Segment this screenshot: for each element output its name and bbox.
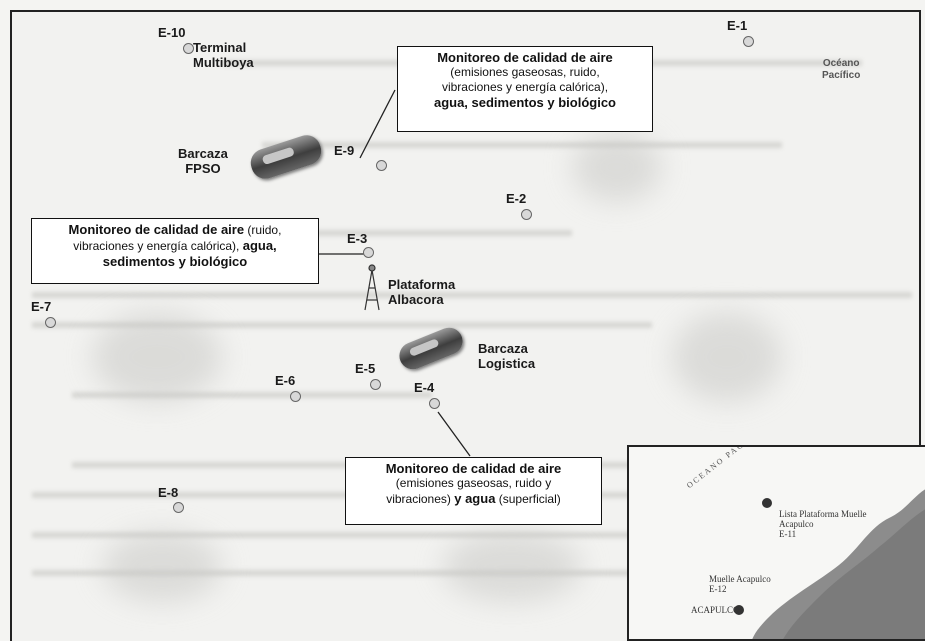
station-label-e9: E-9 xyxy=(334,143,355,158)
station-marker-e6 xyxy=(290,391,301,402)
station-label-e10: E-10 xyxy=(158,25,186,40)
annotation-text-bold: agua, xyxy=(242,238,277,253)
place-label-line: Terminal xyxy=(193,40,247,55)
annotation-text-bold: Monitoreo de calidad de aire xyxy=(68,222,245,237)
platform-tower-icon xyxy=(364,264,380,311)
station-label-e8: E-8 xyxy=(158,485,179,500)
annotation-text-bold: y agua xyxy=(454,491,496,506)
background-ghost-line xyxy=(32,292,912,298)
station-label-e7: E-7 xyxy=(31,299,52,314)
inset-label-platform: Lista Plataforma Muelle Acapulco E-11 xyxy=(779,509,866,539)
background-ghost-line xyxy=(262,142,782,148)
place-label-line: Albacora xyxy=(388,292,444,307)
station-marker-e9 xyxy=(376,160,387,171)
inset-land-shade xyxy=(783,509,925,639)
background-blob xyxy=(102,532,222,602)
inset-station-e11 xyxy=(762,498,772,508)
station-marker-e1 xyxy=(743,36,754,47)
inset-label-line: E-11 xyxy=(779,529,797,539)
background-blob xyxy=(572,132,662,202)
station-marker-e2 xyxy=(521,209,532,220)
annotation-box-top: Monitoreo de calidad de aire (emisiones … xyxy=(397,46,653,132)
annotation-line: vibraciones) y agua (superficial) xyxy=(352,491,595,507)
place-label-line: Logistica xyxy=(478,356,536,371)
inset-label-line: E-12 xyxy=(709,584,727,594)
background-blob xyxy=(92,312,222,402)
inset-label-muelle: Muelle Acapulco E-12 xyxy=(709,574,771,594)
background-ghost-line xyxy=(32,492,632,498)
annotation-text: (superficial) xyxy=(495,492,561,506)
annotation-text: vibraciones y energía calórica), xyxy=(73,239,243,253)
annotation-line: vibraciones y energía calórica), agua, xyxy=(38,238,312,254)
inset-map: OCEANO PACIFICO Lista Plataforma Muelle … xyxy=(627,445,925,641)
annotation-line: agua, sedimentos y biológico xyxy=(433,95,617,110)
annotation-line: Monitoreo de calidad de aire xyxy=(385,461,562,476)
place-label-barcaza-logistica: Barcaza Logistica xyxy=(478,341,535,371)
annotation-text: vibraciones) xyxy=(386,492,455,506)
place-label-line: Barcaza xyxy=(178,146,228,161)
place-label-barcaza-fpso: Barcaza FPSO xyxy=(178,146,228,176)
station-marker-e3 xyxy=(363,247,374,258)
ocean-label-line: Pacífico xyxy=(822,70,861,81)
annotation-box-left: Monitoreo de calidad de aire (ruido, vib… xyxy=(31,218,319,284)
background-ghost-line xyxy=(32,322,652,328)
station-label-e4: E-4 xyxy=(414,380,435,395)
annotation-text: (ruido, xyxy=(244,223,282,237)
leader-line-bottom xyxy=(437,411,471,457)
place-label-terminal: Terminal Multiboya xyxy=(193,40,254,70)
annotation-line: sedimentos y biológico xyxy=(102,254,248,269)
background-ghost-line xyxy=(312,230,572,236)
station-marker-e10 xyxy=(183,43,194,54)
place-label-line: FPSO xyxy=(185,161,221,176)
ocean-label-line: Océano xyxy=(822,58,860,69)
station-label-e5: E-5 xyxy=(355,361,376,376)
station-label-e1: E-1 xyxy=(727,18,748,33)
inset-label-acapulco: ACAPULCO xyxy=(691,605,740,615)
station-marker-e8 xyxy=(173,502,184,513)
inset-map-drawing xyxy=(734,489,925,639)
annotation-line: (emisiones gaseosas, ruido y xyxy=(395,476,552,490)
background-blob xyxy=(442,532,582,602)
place-label-line: Plataforma xyxy=(388,277,456,292)
annotation-box-bottom: Monitoreo de calidad de aire (emisiones … xyxy=(345,457,602,525)
station-marker-e4 xyxy=(429,398,440,409)
inset-label-line: Muelle Acapulco xyxy=(709,574,771,584)
ocean-label: Océano Pacífico xyxy=(822,58,860,82)
annotation-line: Monitoreo de calidad de aire xyxy=(437,50,613,65)
background-blob xyxy=(672,312,782,402)
annotation-line: (emisiones gaseosas, ruido, xyxy=(450,65,600,79)
station-marker-e7 xyxy=(45,317,56,328)
station-label-e3: E-3 xyxy=(347,231,368,246)
place-label-plataforma: Plataforma Albacora xyxy=(388,277,455,307)
place-label-line: Multiboya xyxy=(193,55,254,70)
station-marker-e5 xyxy=(370,379,381,390)
annotation-line: vibraciones y energía calórica), xyxy=(441,80,609,94)
inset-label-line: Acapulco xyxy=(779,519,814,529)
background-ghost-line xyxy=(72,392,432,398)
station-label-e2: E-2 xyxy=(506,191,527,206)
station-label-e6: E-6 xyxy=(275,373,296,388)
inset-station-e12 xyxy=(734,605,744,615)
annotation-line: Monitoreo de calidad de aire (ruido, xyxy=(38,222,312,238)
background-ghost-line xyxy=(32,532,632,538)
leader-line-top xyxy=(359,89,396,159)
inset-label-line: Lista Plataforma Muelle xyxy=(779,509,867,519)
place-label-line: Barcaza xyxy=(478,341,528,356)
background-ghost-line xyxy=(32,570,632,576)
